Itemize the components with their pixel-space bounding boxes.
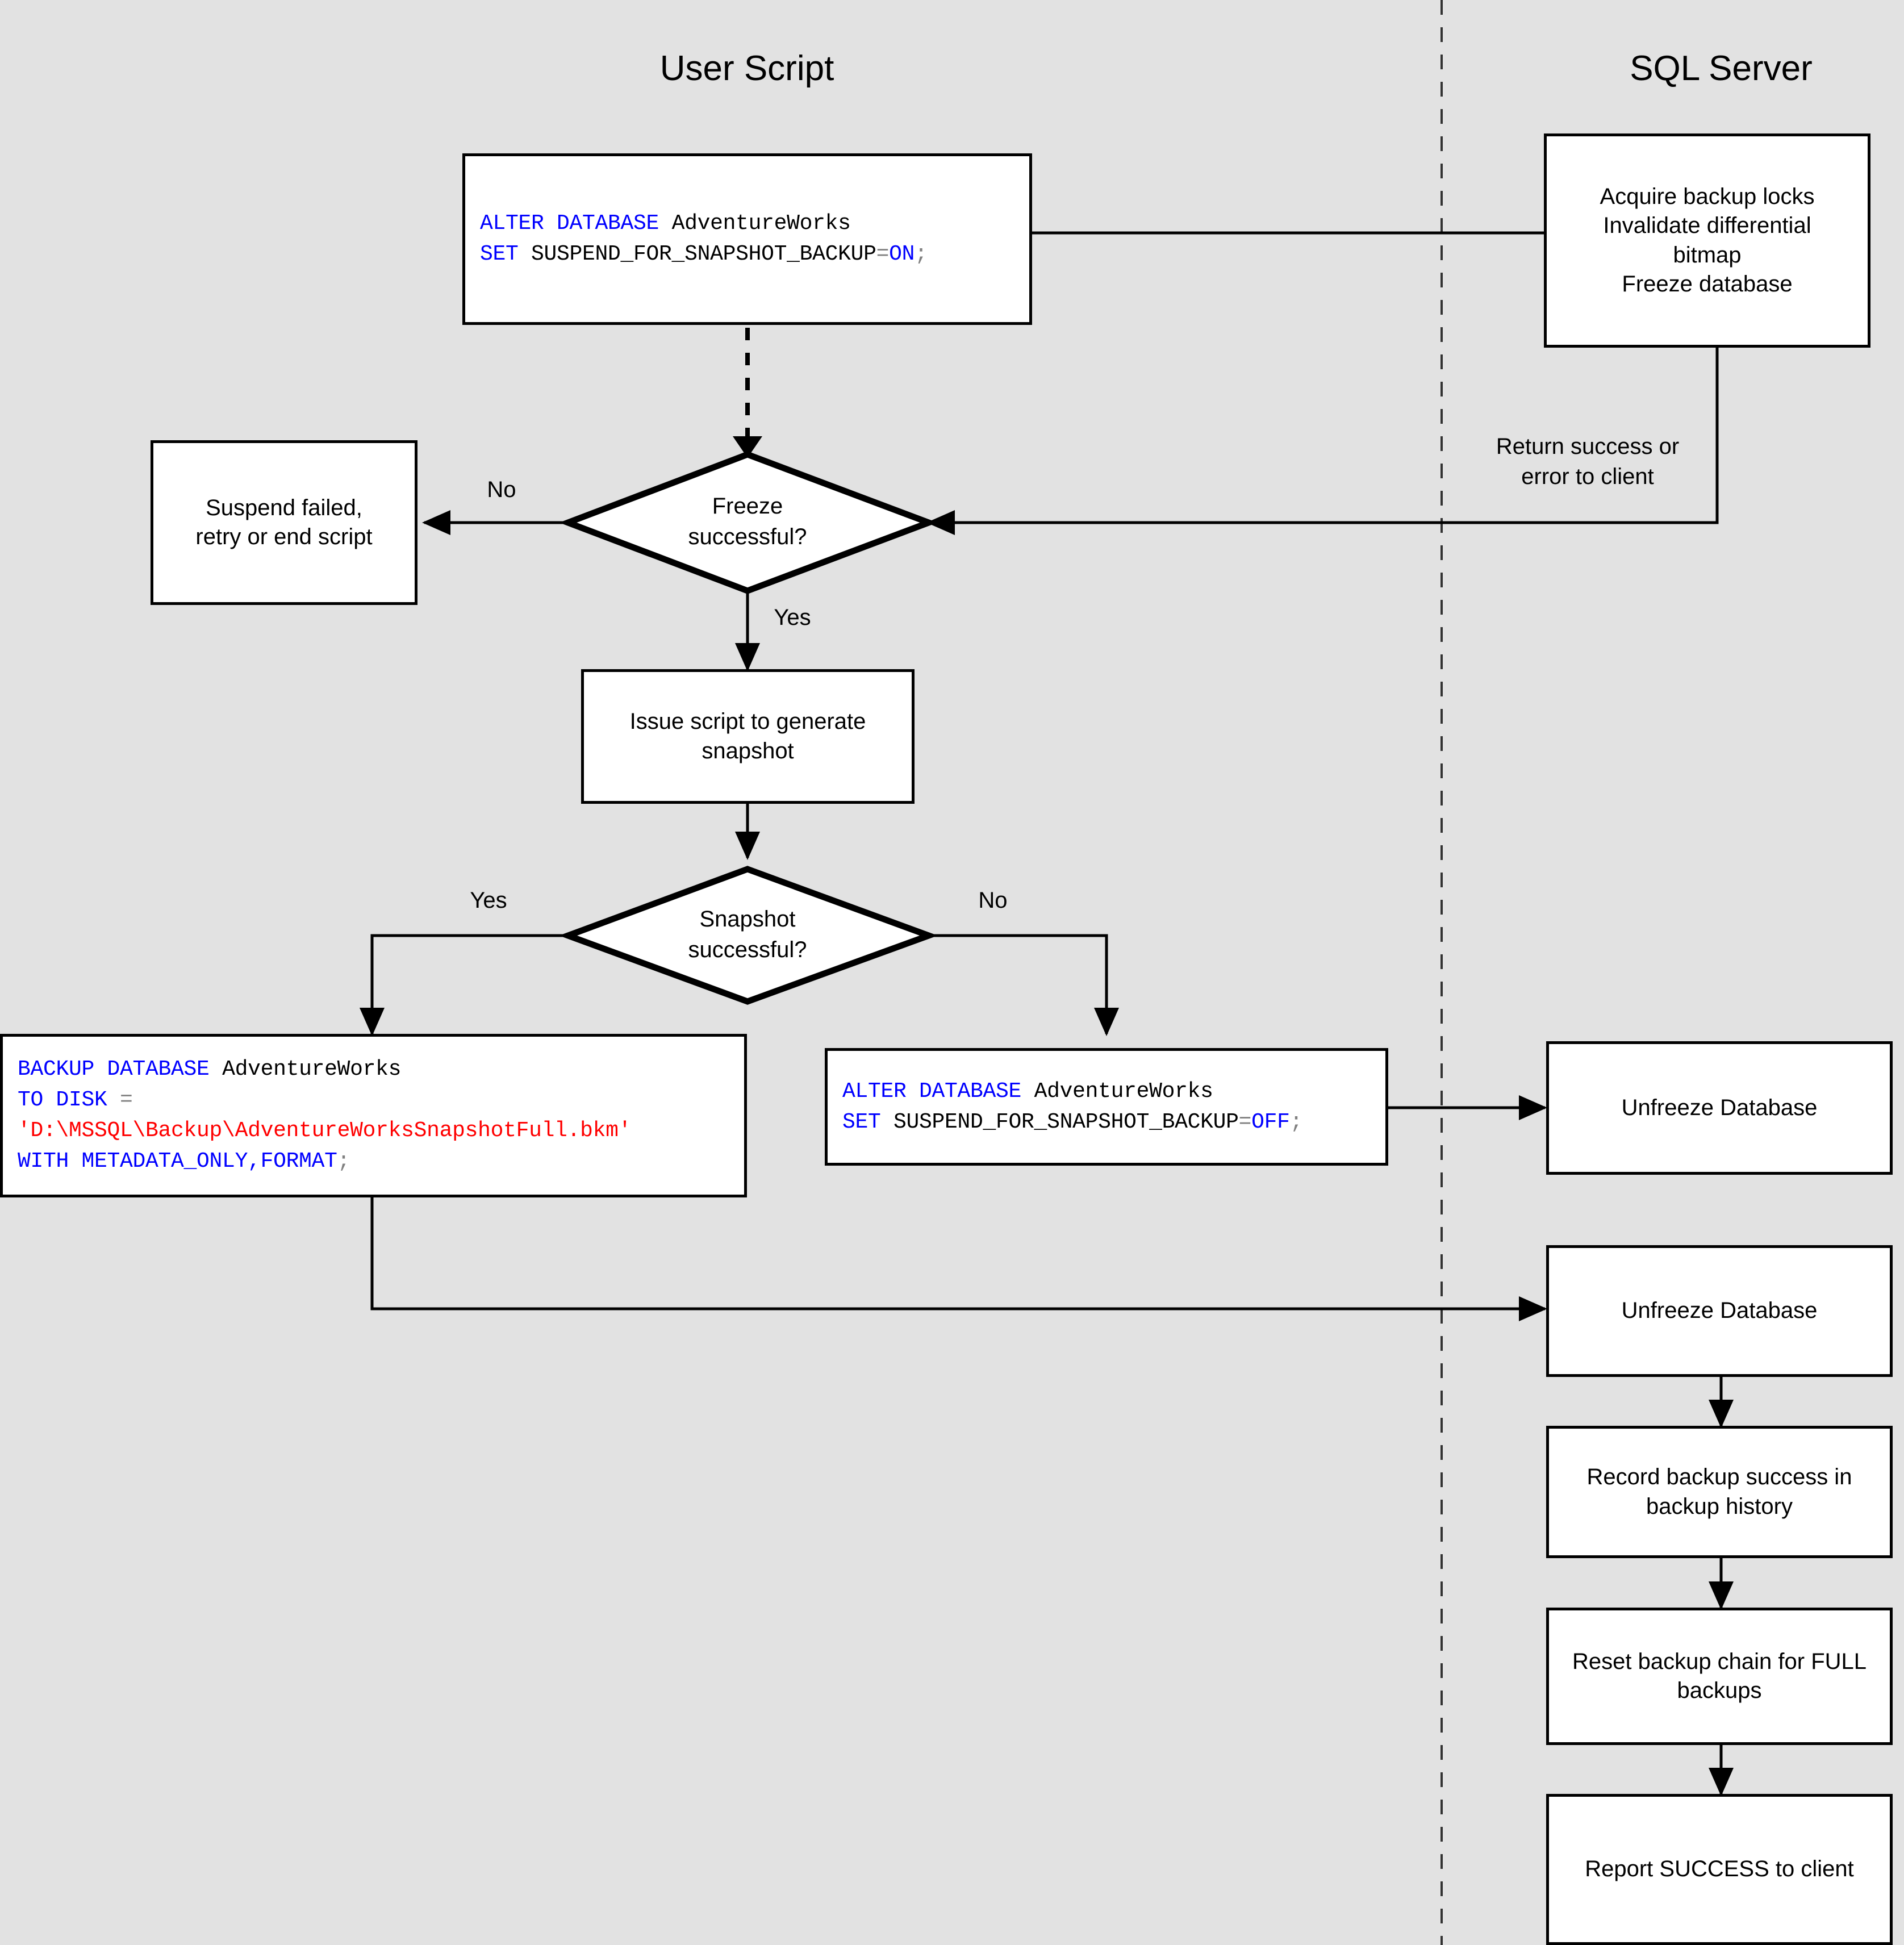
node-report-success-to-client[interactable]: Report SUCCESS to client — [1546, 1794, 1893, 1945]
edge-label-freeze-yes: Yes — [774, 605, 811, 630]
node-label-record-backup-success: Record backup success in backup history — [1586, 1464, 1852, 1519]
code-text-alter-suspend-on: ALTER DATABASE AdventureWorks SET SUSPEN… — [480, 211, 928, 266]
node-label-acquire-backup-locks: Acquire backup locks Invalidate differen… — [1600, 184, 1815, 297]
edge-snapshot-yes-to-backup — [360, 934, 568, 1037]
edge-label-return-success-or-error: Return success or error to client — [1496, 434, 1680, 489]
code-text-alter-suspend-off: ALTER DATABASE AdventureWorks SET SUSPEN… — [842, 1079, 1303, 1134]
node-acquire-backup-locks[interactable]: Acquire backup locks Invalidate differen… — [1544, 133, 1870, 348]
node-label-unfreeze-database-2: Unfreeze Database — [1621, 1298, 1818, 1324]
node-reset-backup-chain[interactable]: Reset backup chain for FULL backups — [1546, 1608, 1893, 1745]
node-label-reset-backup-chain: Reset backup chain for FULL backups — [1572, 1648, 1867, 1703]
node-suspend-failed[interactable]: Suspend failed, retry or end script — [151, 440, 417, 605]
edge-label-freeze-no: No — [487, 477, 516, 502]
code-box-backup-database[interactable]: BACKUP DATABASE AdventureWorks TO DISK =… — [0, 1034, 747, 1197]
node-unfreeze-database-2[interactable]: Unfreeze Database — [1546, 1245, 1893, 1377]
decision-snapshot-successful — [559, 866, 938, 1005]
edge-backup-to-unfreeze-2 — [370, 1197, 1548, 1321]
node-label-issue-script-generate-snapshot: Issue script to generate snapshot — [629, 709, 866, 763]
edge-label-snapshot-no: No — [978, 888, 1008, 913]
node-label-suspend-failed: Suspend failed, retry or end script — [195, 495, 373, 549]
node-record-backup-success[interactable]: Record backup success in backup history — [1546, 1426, 1893, 1558]
decision-freeze-successful — [559, 451, 938, 594]
node-issue-script-generate-snapshot[interactable]: Issue script to generate snapshot — [581, 669, 915, 804]
node-label-unfreeze-database-1: Unfreeze Database — [1621, 1095, 1818, 1120]
lane-title-user-script: User Script — [659, 49, 834, 88]
edge-acquire-return-to-decision — [926, 348, 1719, 535]
code-text-backup-database: BACKUP DATABASE AdventureWorks TO DISK =… — [18, 1057, 632, 1174]
code-box-alter-suspend-on[interactable]: ALTER DATABASE AdventureWorks SET SUSPEN… — [462, 153, 1032, 325]
edge-label-snapshot-yes: Yes — [470, 888, 507, 913]
node-unfreeze-database-1[interactable]: Unfreeze Database — [1546, 1041, 1893, 1175]
code-box-alter-suspend-off[interactable]: ALTER DATABASE AdventureWorks SET SUSPEN… — [825, 1048, 1388, 1166]
lane-title-sql-server: SQL Server — [1630, 49, 1813, 88]
node-label-report-success-to-client: Report SUCCESS to client — [1585, 1856, 1854, 1882]
edge-snapshot-no-to-alter-off — [929, 934, 1119, 1037]
